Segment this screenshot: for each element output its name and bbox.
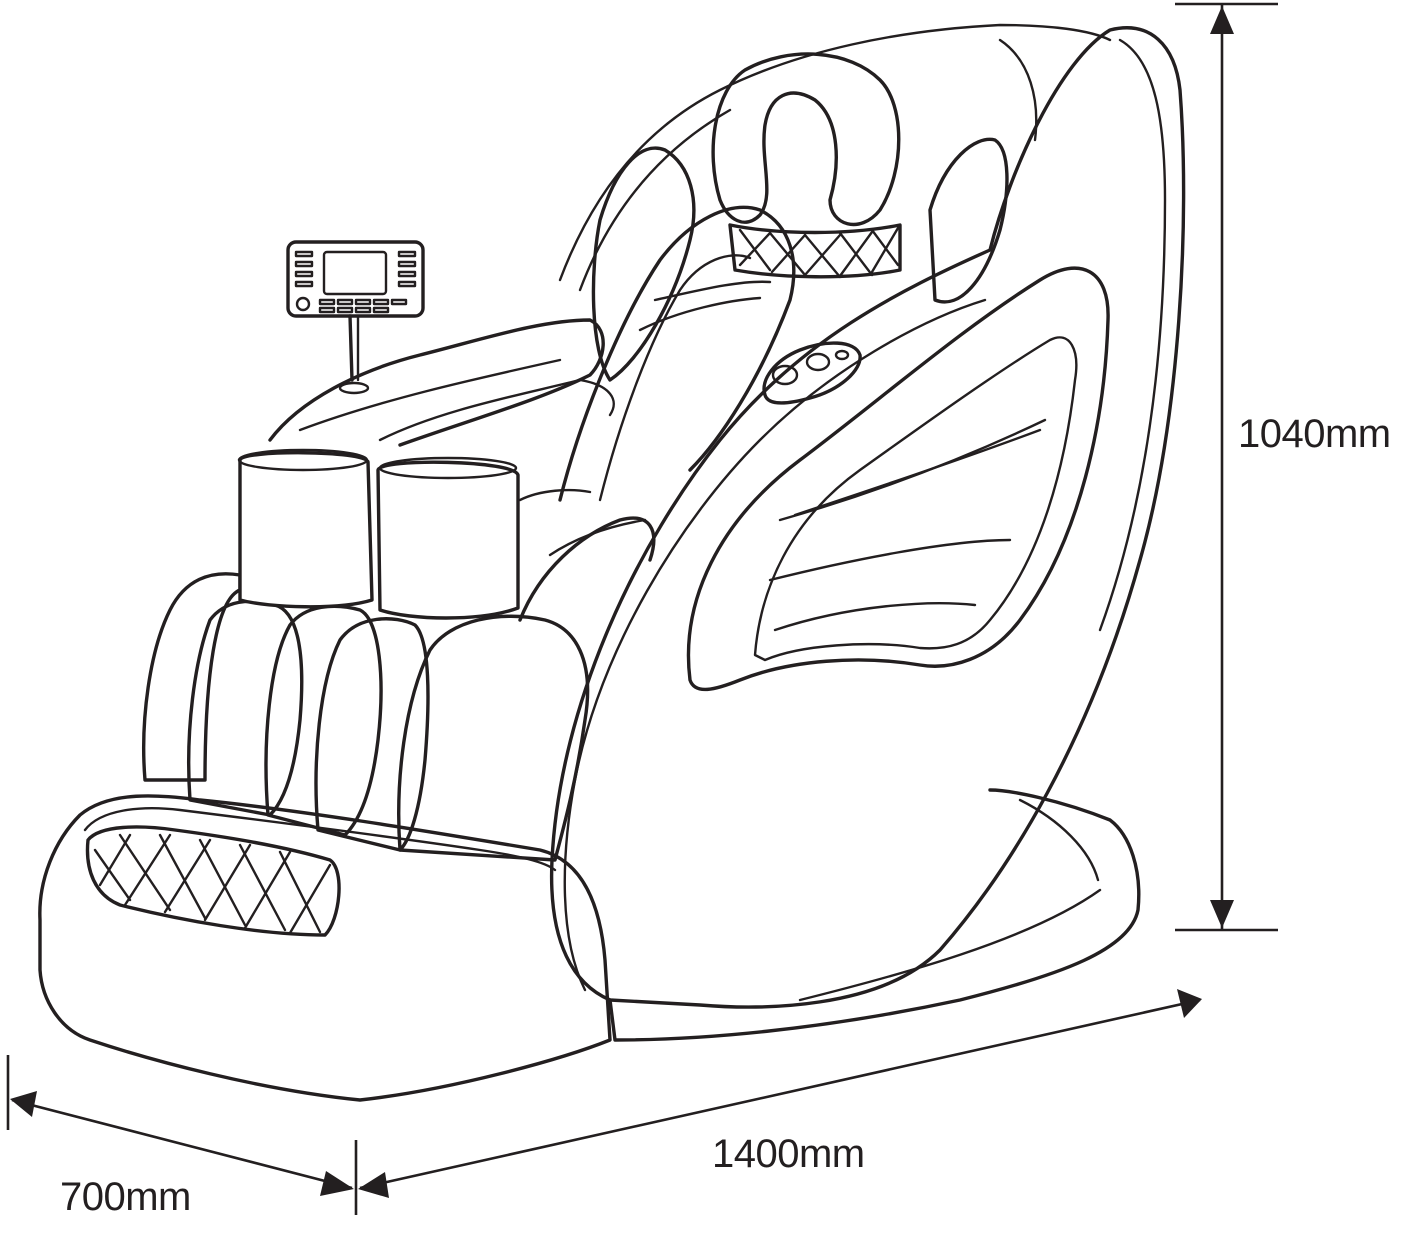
foot-quilt-pattern — [93, 833, 332, 935]
length-dimension — [354, 989, 1202, 1215]
height-dimension — [1175, 2, 1278, 932]
arm-left — [268, 318, 605, 447]
shoulder-left — [591, 146, 696, 382]
height-arrow-top — [1210, 6, 1234, 34]
knob-control-icon — [762, 341, 862, 405]
foot-cylinder-right — [376, 456, 520, 620]
foot-cylinder-left — [237, 448, 374, 609]
side-shell — [549, 26, 1186, 1009]
width-dimension — [6, 1055, 354, 1196]
leg-rest — [142, 572, 242, 782]
headrest-pillow — [711, 52, 901, 227]
head-quilt-panel — [728, 223, 902, 279]
length-label: 1400mm — [712, 1132, 865, 1176]
arm-side-pad — [686, 266, 1110, 692]
backrest — [558, 205, 796, 502]
seat — [518, 516, 656, 622]
base-right — [608, 788, 1141, 1042]
length-arrow-right — [1177, 989, 1202, 1018]
height-arrow-bottom — [1210, 900, 1234, 928]
shoulder-right — [928, 137, 1009, 304]
head-quilt-pattern — [738, 226, 900, 279]
footrest-base — [38, 794, 612, 1102]
foot-quilt-panel — [85, 825, 341, 937]
height-label: 1040mm — [1238, 412, 1391, 456]
width-arrow-left — [10, 1091, 37, 1117]
remote-control-icon — [286, 240, 425, 395]
width-arrow-right — [320, 1171, 354, 1196]
width-label: 700mm — [60, 1175, 191, 1219]
length-arrow-left — [358, 1172, 389, 1198]
chair-outline — [38, 23, 1186, 1102]
